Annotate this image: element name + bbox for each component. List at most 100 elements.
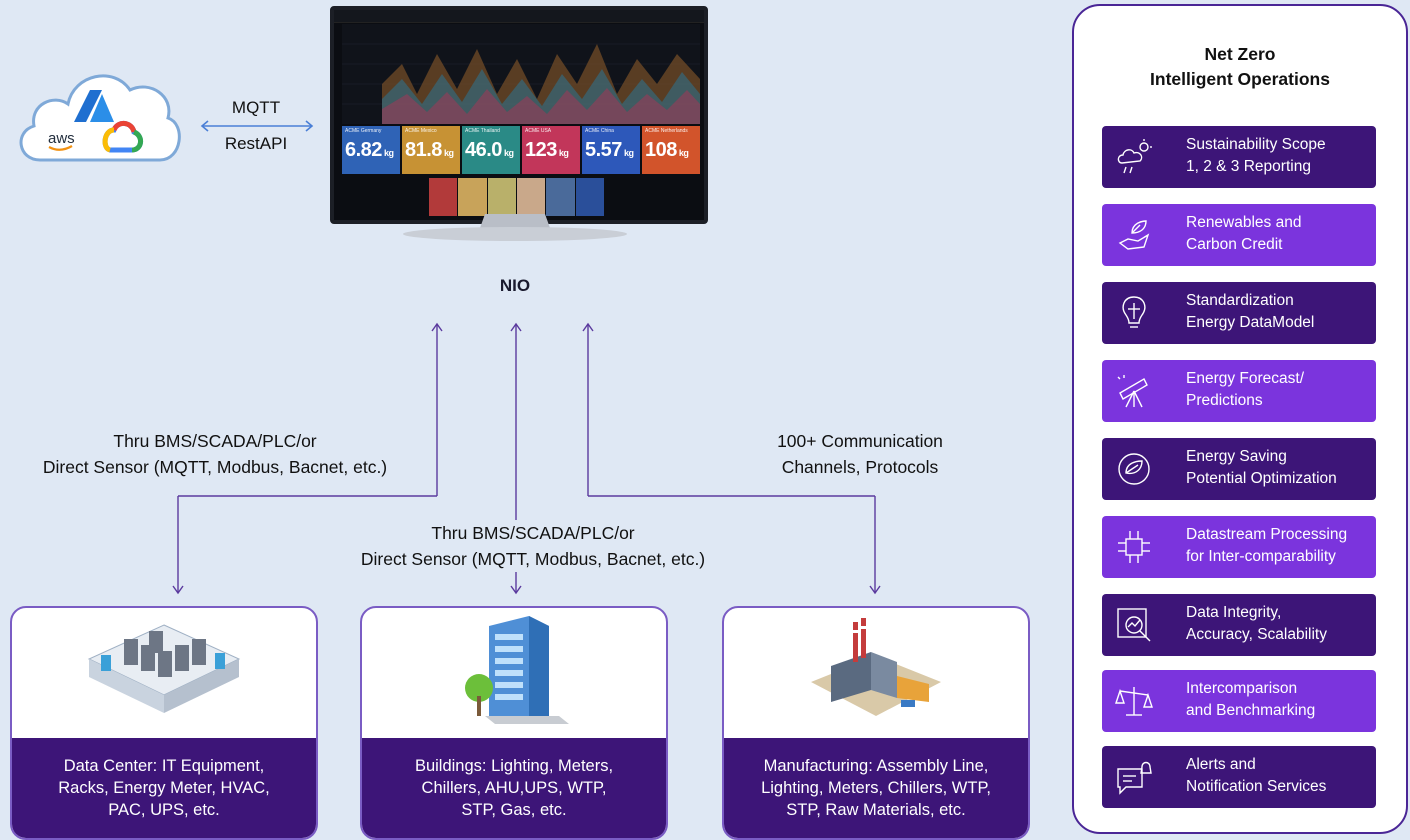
card-caption-line: Chillers, AHU,UPS, WTP, bbox=[421, 779, 607, 797]
feature-item: Datastream Processing for Inter-comparabi… bbox=[1102, 516, 1376, 578]
nio-label: NIO bbox=[499, 276, 531, 295]
feature-label: for Inter-comparability bbox=[1186, 548, 1336, 565]
mini-kpi-tiles bbox=[429, 178, 604, 216]
feature-label: Data Integrity, bbox=[1186, 604, 1282, 621]
balance-scale-icon bbox=[1115, 687, 1153, 716]
feature-item: Sustainability Scope 1, 2 & 3 Reporting bbox=[1102, 126, 1376, 188]
feature-label: Carbon Credit bbox=[1186, 236, 1283, 253]
office-building-illustration bbox=[465, 616, 569, 724]
card-caption-line: STP, Gas, etc. bbox=[461, 801, 567, 819]
feature-label: Renewables and bbox=[1186, 214, 1302, 231]
flow-label-line: Direct Sensor (MQTT, Modbus, Bacnet, etc… bbox=[42, 457, 388, 477]
flow-label-line: Thru BMS/SCADA/PLC/or bbox=[431, 523, 635, 543]
feature-label: Intercomparison bbox=[1186, 680, 1298, 697]
card-caption: Manufacturing: Assembly Line, Lighting, … bbox=[724, 738, 1028, 838]
kpi-tile-name: ACME China bbox=[585, 128, 614, 134]
feature-item: Data Integrity, Accuracy, Scalability bbox=[1102, 594, 1376, 656]
card-caption-line: PAC, UPS, etc. bbox=[108, 801, 220, 819]
feature-label: Energy Forecast/ bbox=[1186, 370, 1305, 387]
kpi-tile-name: ACME Netherlands bbox=[645, 128, 688, 134]
eco-globe-icon bbox=[1118, 453, 1150, 485]
chat-bell-icon bbox=[1117, 761, 1152, 795]
kpi-tile-name: ACME Mexico bbox=[405, 128, 437, 134]
card-caption-line: Buildings: Lighting, Meters, bbox=[414, 757, 614, 775]
dashboard-toolbar bbox=[334, 10, 704, 23]
card-caption-line: STP, Raw Materials, etc. bbox=[786, 801, 966, 819]
buildings-card: Buildings: Lighting, Meters, Chillers, A… bbox=[360, 606, 668, 840]
flow-label-line: Thru BMS/SCADA/PLC/or bbox=[113, 431, 317, 451]
card-caption-line: Data Center: IT Equipment, bbox=[63, 757, 265, 775]
feature-label: Potential Optimization bbox=[1186, 470, 1337, 487]
google-cloud-logo bbox=[102, 121, 143, 153]
protocol-mqtt-label: MQTT bbox=[231, 98, 281, 117]
panel-title: Net Zero Intelligent Operations bbox=[1074, 42, 1406, 92]
factory-illustration bbox=[811, 618, 941, 716]
aws-logo: aws bbox=[48, 130, 75, 151]
feature-item: Intercomparison and Benchmarking bbox=[1102, 670, 1376, 732]
flow-label-right: 100+ Communication Channels, Protocols bbox=[740, 428, 980, 480]
kpi-tile-name: ACME Germany bbox=[345, 128, 382, 134]
cloud-providers: aws bbox=[19, 74, 181, 162]
feature-label: Alerts and bbox=[1186, 756, 1256, 773]
cloud-sun-icon bbox=[1117, 139, 1152, 174]
monitor-stand bbox=[403, 214, 627, 241]
dashboard-area-chart bbox=[342, 24, 700, 124]
bidirectional-arrow bbox=[200, 120, 314, 132]
panel-title-line: Net Zero bbox=[1204, 44, 1276, 64]
mini-tile bbox=[458, 178, 487, 216]
card-caption: Buildings: Lighting, Meters, Chillers, A… bbox=[362, 738, 666, 838]
bulb-circuit-icon bbox=[1122, 296, 1146, 328]
net-zero-panel: Net Zero Intelligent Operations Sustaina… bbox=[1072, 4, 1408, 834]
mini-tile bbox=[575, 178, 604, 216]
analytics-magnifier-icon bbox=[1117, 608, 1151, 642]
data-center-card: Data Center: IT Equipment, Racks, Energy… bbox=[10, 606, 318, 840]
feature-label: and Benchmarking bbox=[1186, 702, 1316, 719]
feature-label: Energy Saving bbox=[1186, 448, 1287, 465]
flow-label-line: 100+ Communication bbox=[777, 431, 943, 451]
feature-label: Sustainability Scope bbox=[1186, 136, 1326, 153]
manufacturing-card: Manufacturing: Assembly Line, Lighting, … bbox=[722, 606, 1030, 840]
connection-arrows bbox=[172, 322, 881, 595]
telescope-icon bbox=[1117, 375, 1148, 408]
card-caption: Data Center: IT Equipment, Racks, Energy… bbox=[12, 738, 316, 838]
mini-tile bbox=[546, 178, 575, 216]
svg-text:aws: aws bbox=[48, 130, 75, 147]
flow-label-line: Direct Sensor (MQTT, Modbus, Bacnet, etc… bbox=[360, 549, 706, 569]
feature-item: Energy Forecast/Predictions bbox=[1102, 360, 1376, 422]
feature-label: Standardization bbox=[1186, 292, 1294, 309]
card-caption-line: Lighting, Meters, Chillers, WTP, bbox=[761, 779, 991, 797]
feature-label: Datastream Processing bbox=[1186, 526, 1348, 543]
feature-label: Accuracy, Scalability bbox=[1186, 626, 1327, 643]
processor-icon bbox=[1118, 531, 1150, 563]
feature-label: Energy DataModel bbox=[1186, 314, 1315, 331]
mini-tile bbox=[429, 178, 458, 216]
hand-leaf-icon bbox=[1118, 220, 1150, 250]
feature-label: Notification Services bbox=[1186, 778, 1327, 795]
flow-label-left: Thru BMS/SCADA/PLC/or Direct Sensor (MQT… bbox=[0, 428, 430, 480]
flow-label-center: Thru BMS/SCADA/PLC/or Direct Sensor (MQT… bbox=[318, 520, 748, 572]
panel-title-line: Intelligent Operations bbox=[1150, 69, 1330, 89]
data-center-illustration bbox=[87, 624, 241, 713]
flow-label-line: Channels, Protocols bbox=[781, 457, 939, 477]
azure-logo bbox=[74, 90, 114, 122]
feature-label: 1, 2 & 3 Reporting bbox=[1186, 158, 1311, 175]
card-caption-line: Manufacturing: Assembly Line, bbox=[763, 757, 989, 775]
kpi-tile-name: ACME Thailand bbox=[465, 128, 500, 134]
kpi-tile-name: ACME USA bbox=[525, 128, 552, 134]
